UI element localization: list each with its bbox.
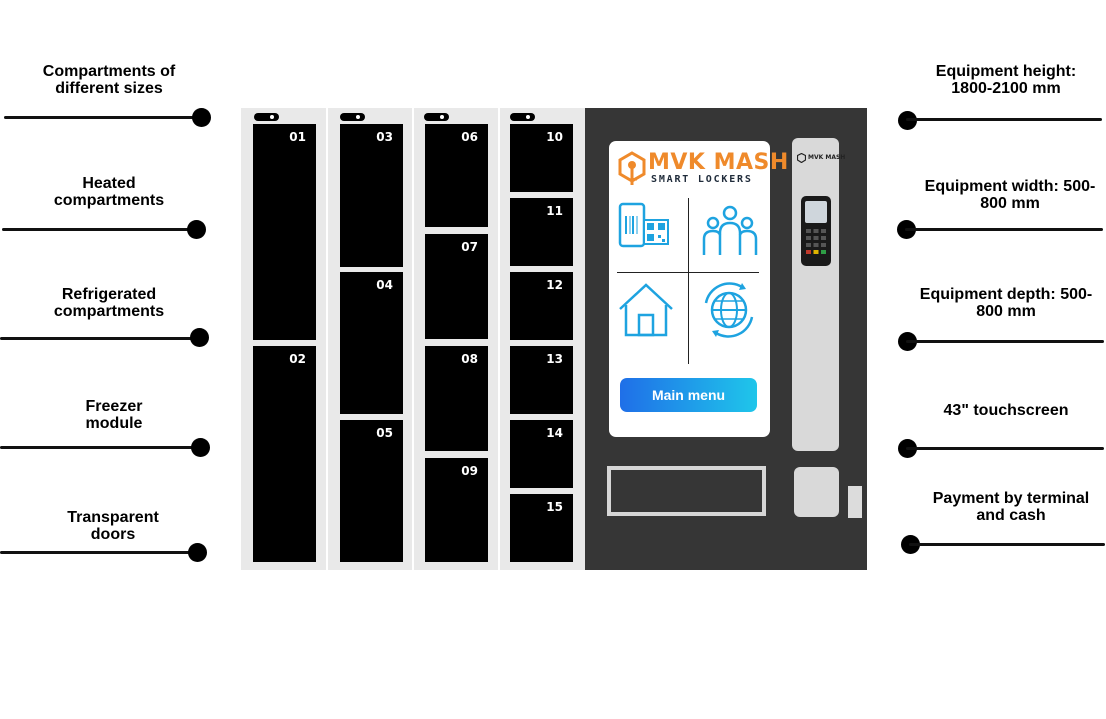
compartment-07[interactable]: 07 [425,234,488,339]
compartment-number: 14 [546,426,563,440]
receiving-slot[interactable] [607,466,766,516]
callout-dot [187,220,206,239]
callout-line [906,340,1104,343]
users-group-icon[interactable] [701,203,759,259]
feature-label-refrigerated: Refrigerated compartments [20,286,198,320]
compartment-number: 13 [546,352,563,366]
locker-handle [510,113,535,121]
callout-dot [192,108,211,127]
feature-label-line1: Freezer [85,398,143,415]
feature-label-compartments-sizes: Compartments of different sizes [20,63,198,97]
feature-label-width: Equipment width: 500- 800 mm [914,178,1106,212]
compartment-number: 06 [461,130,478,144]
callout-line [4,116,204,119]
feature-label-line2: different sizes [55,80,163,97]
compartment-11[interactable]: 11 [510,198,573,266]
feature-label-line2: compartments [53,192,165,209]
compartment-08[interactable]: 08 [425,346,488,451]
feature-label-touchscreen: 43" touchscreen [910,402,1102,419]
feature-label-line2: and cash [976,507,1046,524]
callout-dot [188,543,207,562]
feature-label-transparent-doors: Transparent doors [24,509,202,543]
compartment-01[interactable]: 01 [253,124,316,340]
main-menu-button[interactable]: Main menu [620,378,757,412]
feature-label-line1: Heated [82,175,136,192]
callout-line [906,447,1104,450]
feature-label-line1: Payment by terminal [932,490,1090,507]
compartment-number: 04 [376,278,393,292]
compartment-14[interactable]: 14 [510,420,573,488]
callout-line [0,551,200,554]
feature-label-line1: Refrigerated [61,286,157,303]
brand-tagline: SMART LOCKERS [651,174,753,185]
feature-label-line1: Equipment height: [935,63,1077,80]
feature-label-line2: module [85,415,143,432]
callout-dot [191,438,210,457]
compartment-number: 12 [546,278,563,292]
callout-line [0,446,200,449]
feature-label-line2: compartments [53,303,165,320]
callout-dot [190,328,209,347]
feature-label-line1: 43" touchscreen [943,402,1069,419]
callout-line [0,337,200,340]
compartment-number: 03 [376,130,393,144]
globe-refresh-icon[interactable] [700,281,758,339]
compartment-number: 11 [546,204,563,218]
locker-handle [340,113,365,121]
compartment-09[interactable]: 09 [425,458,488,562]
feature-label-payment: Payment by terminal and cash [915,490,1106,524]
feature-label-line1: Equipment depth: 500- [919,286,1093,303]
compartment-03[interactable]: 03 [340,124,403,267]
callout-line [909,543,1105,546]
compartment-number: 05 [376,426,393,440]
compartment-13[interactable]: 13 [510,346,573,414]
feature-label-freezer: Freezer module [25,398,203,432]
callout-line [905,228,1103,231]
compartment-number: 01 [289,130,306,144]
card-terminal-icon[interactable] [799,194,833,268]
side-logo-icon [797,153,806,163]
compartment-15[interactable]: 15 [510,494,573,562]
compartment-number: 02 [289,352,306,366]
compartment-number: 10 [546,130,563,144]
side-brand-name: MVK MASH [808,154,846,161]
compartment-02[interactable]: 02 [253,346,316,562]
compartment-number: 08 [461,352,478,366]
compartment-number: 09 [461,464,478,478]
feature-label-line1: Equipment width: 500- [924,178,1096,195]
feature-label-height: Equipment height: 1800-2100 mm [910,63,1102,97]
key-logo-icon [618,151,646,185]
compartment-10[interactable]: 10 [510,124,573,192]
feature-label-line2: 800 mm [980,195,1040,212]
compartment-05[interactable]: 05 [340,420,403,562]
compartment-04[interactable]: 04 [340,272,403,414]
coin-slot[interactable] [848,486,862,518]
home-icon[interactable] [617,281,675,339]
compartment-12[interactable]: 12 [510,272,573,340]
feature-label-line2: 800 mm [976,303,1036,320]
compartment-number: 07 [461,240,478,254]
locker-handle [424,113,449,121]
cash-acceptor[interactable] [794,467,839,517]
payment-column [792,138,839,451]
brand-name: MVK MASH [648,150,789,175]
compartment-number: 15 [546,500,563,514]
qr-code-phone-icon[interactable] [616,202,674,260]
feature-label-heated: Heated compartments [20,175,198,209]
feature-label-line1: Transparent [67,509,159,526]
compartment-06[interactable]: 06 [425,124,488,227]
callout-line [2,228,198,231]
feature-label-depth: Equipment depth: 500- 800 mm [910,286,1102,320]
locker-handle [254,113,279,121]
feature-label-line1: Compartments of [42,63,176,80]
feature-label-line2: 1800-2100 mm [951,80,1061,97]
callout-line [906,118,1102,121]
feature-label-line2: doors [90,526,136,543]
screen-divider-vertical [688,198,689,364]
screen-divider-horizontal [617,272,759,273]
